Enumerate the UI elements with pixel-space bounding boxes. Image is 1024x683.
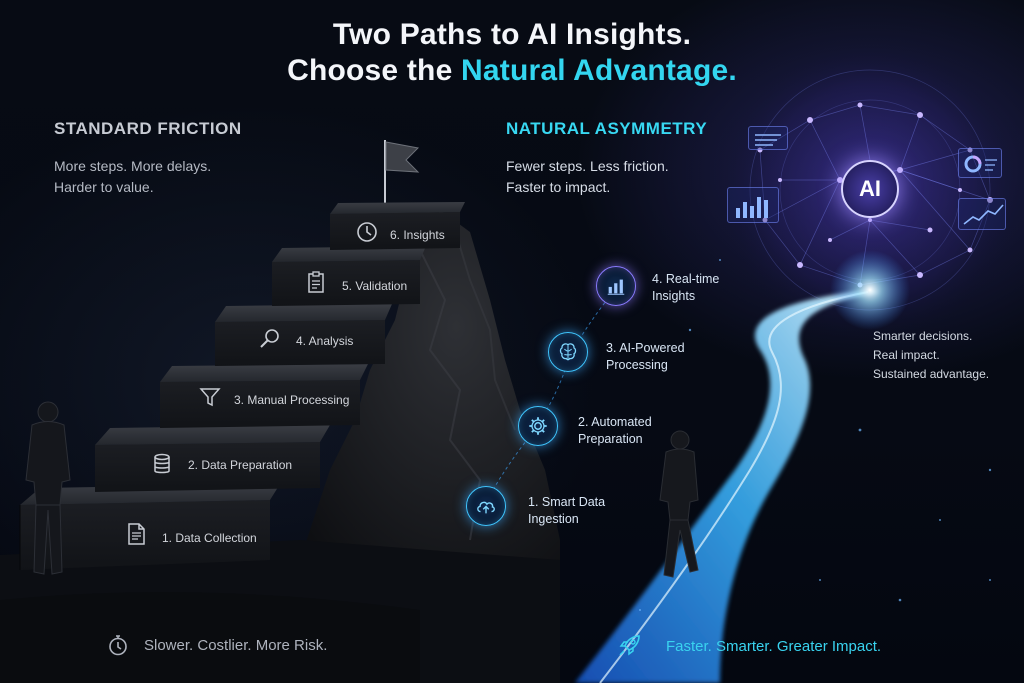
path-node-label-3: 3. AI-Powered Processing: [606, 340, 685, 374]
outcome-item: Real impact.: [873, 348, 940, 362]
subtitle-line: Faster to impact.: [506, 179, 611, 195]
path-node-2: [518, 406, 558, 446]
outcome-item: Sustained advantage.: [873, 367, 990, 381]
man-left-figure: [25, 401, 71, 575]
bar-chart-icon: [736, 197, 768, 218]
document-icon: [128, 523, 145, 545]
title-prefix: Choose the: [287, 54, 461, 87]
line-chart-icon: [963, 204, 1004, 225]
donut-chart-icon: [964, 155, 997, 173]
node-label-line: Insights: [652, 289, 696, 303]
path-node-4: [596, 266, 636, 306]
node-label-line: 2. Automated: [578, 415, 652, 429]
standard-friction-subtitle: More steps. More delays. Harder to value…: [54, 156, 211, 198]
subtitle-line: Fewer steps. Less friction.: [506, 158, 669, 174]
stair-step-label: 6. Insights: [390, 228, 445, 242]
path-node-label-2: 2. Automated Preparation: [578, 414, 652, 448]
outcome-item: Smarter decisions.: [873, 329, 973, 343]
subtitle-line: Harder to value.: [54, 179, 154, 195]
stair-step-label: 1. Data Collection: [162, 531, 257, 545]
right-footer-text: Faster. Smarter. Greater Impact.: [666, 638, 882, 655]
ai-core-badge: AI: [841, 160, 899, 218]
path-node-1: [466, 486, 506, 526]
staircase: [19, 202, 465, 570]
stair-step-label: 4. Analysis: [296, 334, 354, 348]
bar-chart-icon: [607, 279, 625, 295]
title-accent: Natural Advantage.: [461, 54, 737, 87]
natural-asymmetry-heading: NATURAL ASYMMETRY: [506, 119, 708, 138]
node-label-line: 1. Smart Data: [528, 495, 606, 509]
list-lines-icon: [755, 134, 781, 146]
magnifier-icon: [260, 329, 279, 348]
glowing-path: [575, 250, 910, 683]
funnel-icon: [199, 388, 221, 407]
page-title-line2: Choose the Natural Advantage.: [0, 54, 1024, 88]
page-title-line1: Two Paths to AI Insights.: [332, 18, 692, 51]
bar-chart-panel: [727, 187, 779, 223]
gear-icon: [529, 417, 547, 435]
left-footer-text: Slower. Costlier. More Risk.: [144, 637, 328, 654]
donut-panel: [958, 148, 1002, 178]
stopwatch-icon: [109, 635, 127, 656]
line-chart-panel: [958, 198, 1006, 230]
path-node-label-1: 1. Smart Data Ingestion: [528, 494, 605, 528]
man-right-figure: [659, 430, 699, 578]
clock-icon: [357, 222, 377, 242]
outcomes-list: Smarter decisions. Real impact. Sustaine…: [873, 327, 989, 384]
node-label-line: 3. AI-Powered: [606, 341, 685, 355]
path-node-label-4: 4. Real-time Insights: [652, 271, 719, 305]
brain-icon: [559, 343, 577, 361]
standard-friction-heading: STANDARD FRICTION: [54, 119, 242, 138]
node-label-line: 4. Real-time: [652, 272, 720, 286]
stair-step-label: 3. Manual Processing: [234, 393, 350, 407]
rocket-icon: [619, 635, 640, 656]
stair-step-label: 2. Data Preparation: [188, 458, 293, 472]
node-label-line: Preparation: [578, 432, 643, 446]
path-node-3: [548, 332, 588, 372]
subtitle-line: More steps. More delays.: [54, 158, 212, 174]
info-panel: [748, 126, 788, 150]
natural-asymmetry-subtitle: Fewer steps. Less friction. Faster to im…: [506, 156, 669, 198]
node-label-line: Ingestion: [528, 512, 579, 526]
stair-step-label: 5. Validation: [342, 279, 408, 293]
clipboard-icon: [308, 271, 324, 293]
cloud-upload-icon: [477, 501, 495, 514]
node-label-line: Processing: [606, 358, 668, 372]
database-icon: [154, 453, 170, 474]
